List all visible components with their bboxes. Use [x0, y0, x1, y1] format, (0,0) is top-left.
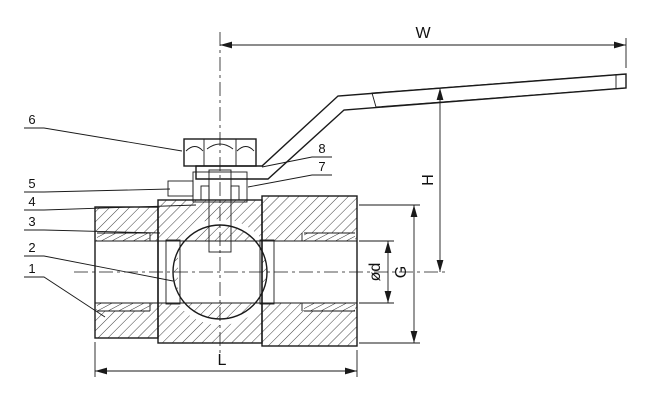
packing-right [230, 185, 240, 201]
part-number-7: 7 [318, 159, 325, 174]
pipe-threads [97, 232, 355, 312]
part-callout-7: 7 [247, 159, 332, 188]
valve-body [94, 195, 358, 347]
leader-line-4 [24, 204, 197, 211]
leader-line-6 [24, 127, 183, 152]
part-number-2: 2 [28, 240, 35, 255]
dimension-bore-diameter: ød [359, 240, 394, 304]
dimension-l: L [94, 342, 358, 377]
leader-line-8 [261, 156, 332, 168]
dimension-g-thread: G [359, 204, 420, 344]
leader-line-5 [24, 188, 171, 193]
leader-line-1 [24, 276, 106, 318]
dimension-h: H [420, 88, 444, 272]
dimension-h-label: H [420, 174, 437, 186]
leader-line-2 [24, 255, 174, 282]
part-number-1: 1 [28, 261, 35, 276]
leader-line-7 [247, 174, 332, 188]
part-callout-2: 2 [24, 240, 174, 282]
packing-left [200, 185, 210, 201]
dimension-l-label: L [218, 352, 227, 369]
body-seams [157, 196, 263, 346]
part-callout-6: 6 [24, 112, 183, 152]
handle-grip [371, 73, 627, 108]
part-number-8: 8 [318, 141, 325, 156]
handle-lever [195, 73, 627, 180]
dimension-w: W [220, 25, 627, 68]
part-callout-4: 4 [24, 194, 197, 211]
part-number-5: 5 [28, 176, 35, 191]
leader-line-3 [24, 229, 161, 234]
part-callout-5: 5 [24, 176, 171, 193]
part-callout-3: 3 [24, 214, 161, 234]
part-callout-8: 8 [261, 141, 332, 168]
dimension-g-label: G [393, 266, 410, 278]
dimension-d-label: ød [367, 263, 384, 282]
gland-lug [167, 180, 194, 197]
dimension-w-label: W [415, 25, 431, 42]
part-callout-1: 1 [24, 261, 106, 318]
part-number-6: 6 [28, 112, 35, 127]
part-number-3: 3 [28, 214, 35, 229]
right-end-outline [261, 195, 358, 347]
part-callouts: 6 5 4 3 2 1 8 7 [24, 112, 332, 318]
part-number-4: 4 [28, 194, 35, 209]
